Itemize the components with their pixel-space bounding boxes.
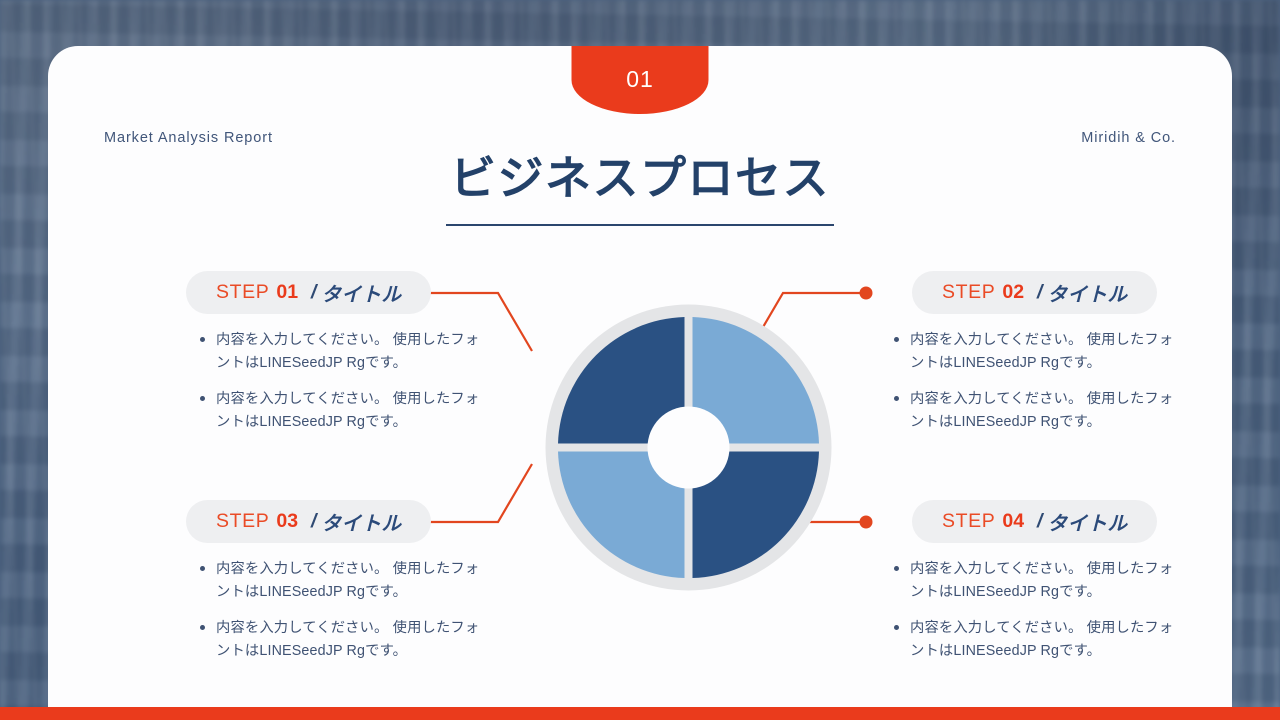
step-bullets-2: 内容を入力してください。 使用したフォントはLINESeedJP Rgです。 内… — [818, 329, 1280, 435]
step-number-3: 03 — [276, 510, 299, 532]
donut-slice-step-2 — [692, 317, 819, 444]
page-title-wrap: ビジネスプロセス — [48, 142, 1232, 226]
step-number-1: 01 — [276, 281, 299, 303]
step-block-1: STEP 01 / タイトル 内容を入力してください。 使用したフォントはLIN… — [86, 271, 556, 448]
step-bullets-1: 内容を入力してください。 使用したフォントはLINESeedJP Rgです。 内… — [86, 329, 556, 435]
step-block-2: STEP 02 / タイトル 内容を入力してください。 使用したフォントはLIN… — [818, 271, 1280, 448]
step-separator-1: / — [311, 281, 317, 303]
step-number-4: 04 — [1002, 510, 1025, 532]
step-title-4: タイトル — [1047, 513, 1128, 535]
list-item: 内容を入力してください。 使用したフォントはLINESeedJP Rgです。 — [894, 558, 1178, 604]
step-separator-2: / — [1037, 281, 1043, 303]
step-bullets-3: 内容を入力してください。 使用したフォントはLINESeedJP Rgです。 内… — [86, 558, 556, 664]
list-item: 内容を入力してください。 使用したフォントはLINESeedJP Rgです。 — [200, 558, 484, 604]
step-title-3: タイトル — [321, 513, 402, 535]
page-title: ビジネスプロセス — [446, 142, 834, 226]
slide-number-badge: 01 — [571, 46, 709, 114]
bottom-accent-bar — [0, 707, 1280, 720]
list-item: 内容を入力してください。 使用したフォントはLINESeedJP Rgです。 — [894, 329, 1178, 375]
step-word-2: STEP — [942, 281, 996, 303]
list-item: 内容を入力してください。 使用したフォントはLINESeedJP Rgです。 — [894, 388, 1178, 434]
list-item: 内容を入力してください。 使用したフォントはLINESeedJP Rgです。 — [200, 388, 484, 434]
header-left-label: Market Analysis Report — [104, 130, 273, 146]
header-right-label: Miridih & Co. — [1081, 130, 1176, 146]
step-word-3: STEP — [216, 510, 270, 532]
step-title-1: タイトル — [321, 284, 402, 306]
step-block-4: STEP 04 / タイトル 内容を入力してください。 使用したフォントはLIN… — [818, 500, 1280, 677]
list-item: 内容を入力してください。 使用したフォントはLINESeedJP Rgです。 — [200, 617, 484, 663]
list-item: 内容を入力してください。 使用したフォントはLINESeedJP Rgです。 — [894, 617, 1178, 663]
step-number-2: 02 — [1002, 281, 1025, 303]
step-separator-4: / — [1037, 510, 1043, 532]
slide-number-value: 01 — [626, 66, 654, 92]
donut-hole — [647, 406, 730, 489]
step-pill-2[interactable]: STEP 02 / タイトル — [912, 271, 1158, 314]
step-block-3: STEP 03 / タイトル 内容を入力してください。 使用したフォントはLIN… — [86, 500, 556, 677]
quadrant-donut-chart — [542, 301, 835, 594]
step-bullets-4: 内容を入力してください。 使用したフォントはLINESeedJP Rgです。 内… — [818, 558, 1280, 664]
step-title-2: タイトル — [1047, 284, 1128, 306]
donut-slice-step-3 — [558, 451, 685, 578]
step-pill-1[interactable]: STEP 01 / タイトル — [186, 271, 432, 314]
step-separator-3: / — [311, 510, 317, 532]
donut-slice-step-4 — [692, 451, 819, 578]
step-pill-4[interactable]: STEP 04 / タイトル — [912, 500, 1158, 543]
donut-slices — [558, 317, 819, 578]
step-word-1: STEP — [216, 281, 270, 303]
slide-card: 01 Market Analysis Report Miridih & Co. … — [48, 46, 1232, 707]
donut-slice-step-1 — [558, 317, 685, 444]
step-pill-3[interactable]: STEP 03 / タイトル — [186, 500, 432, 543]
list-item: 内容を入力してください。 使用したフォントはLINESeedJP Rgです。 — [200, 329, 484, 375]
step-word-4: STEP — [942, 510, 996, 532]
